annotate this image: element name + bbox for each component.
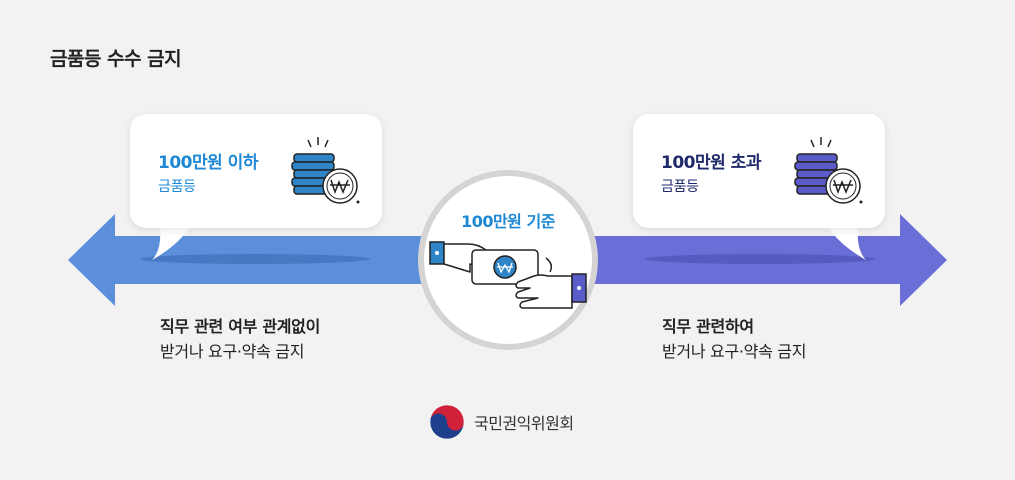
- right-bubble-tail: [828, 226, 866, 260]
- right-description: 직무 관련하여 받거나 요구·약속 금지: [662, 314, 806, 364]
- left-bubble-shadow: [140, 254, 370, 264]
- right-description-line2: 받거나 요구·약속 금지: [662, 342, 807, 361]
- coin-stack-won-icon: [794, 137, 863, 204]
- left-bubble-title: 100만원 이하: [158, 153, 258, 173]
- right-description-line1: 직무 관련하여: [662, 317, 754, 336]
- organization-name: 국민권익위원회: [474, 414, 574, 433]
- page-title: 금품등 수수 금지: [50, 48, 182, 70]
- right-bubble: 100만원 초과 금품등: [633, 114, 885, 228]
- left-description-line2: 받거나 요구·약속 금지: [160, 342, 305, 361]
- coin-stack-won-icon: [291, 137, 360, 204]
- right-bubble-subtitle: 금품등: [661, 179, 699, 195]
- left-bubble-tail: [152, 226, 190, 260]
- left-bubble: 100만원 이하 금품등: [130, 114, 382, 228]
- right-bubble-title: 100만원 초과: [661, 153, 761, 173]
- center-label: 100만원 기준: [461, 212, 555, 231]
- organization-logo: 국민권익위원회: [428, 403, 574, 441]
- right-bubble-shadow: [645, 254, 875, 264]
- taegeuk-logo-icon: [429, 404, 465, 440]
- left-description-line1: 직무 관련 여부 관계없이: [160, 317, 321, 336]
- left-bubble-subtitle: 금품등: [158, 179, 196, 195]
- left-description: 직무 관련 여부 관계없이 받거나 요구·약속 금지: [160, 314, 320, 364]
- hands-exchanging-money-icon: [429, 241, 587, 309]
